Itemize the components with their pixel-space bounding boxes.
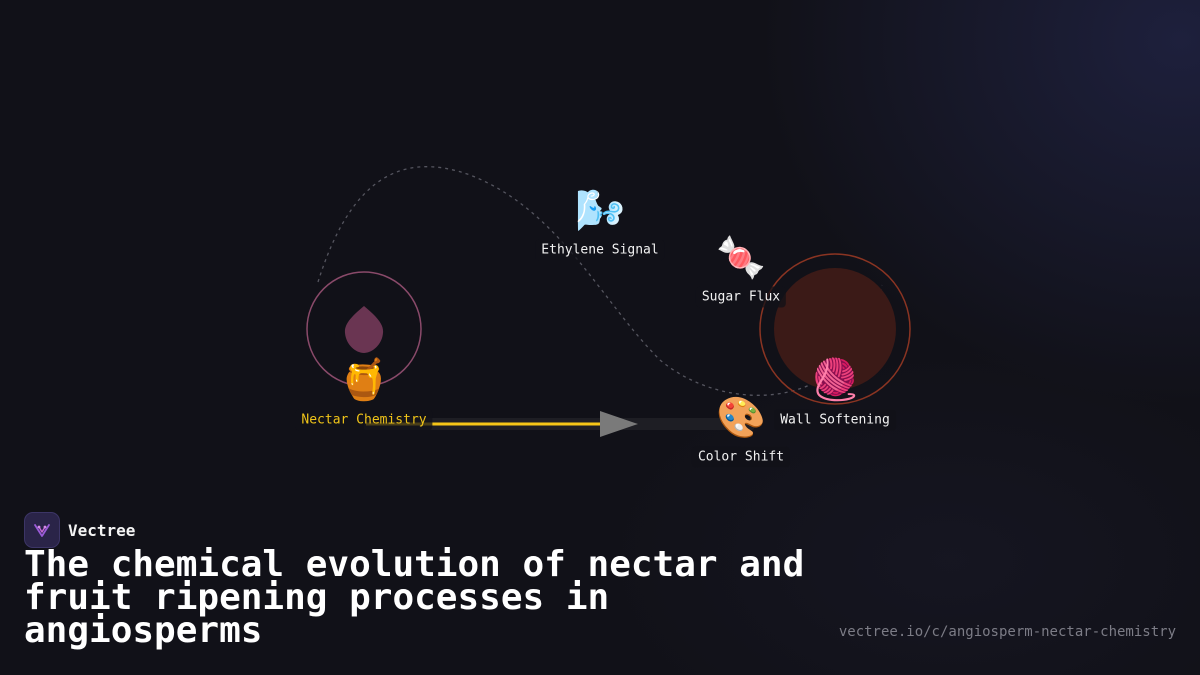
page-title: The chemical evolution of nectar and fru…: [24, 544, 805, 651]
node-label-sugar: Sugar Flux: [695, 286, 787, 308]
wall-outer-ring: [759, 253, 911, 405]
vectree-logo-icon: [24, 512, 60, 548]
source-url[interactable]: vectree.io/c/angiosperm-nectar-chemistry: [838, 624, 1176, 640]
dotted-connector-path: [317, 166, 883, 396]
node-label-wall: Wall Softening: [774, 409, 896, 431]
node-label-color: Color Shift: [691, 446, 791, 468]
honey-pot-icon: 🍯: [339, 357, 389, 403]
brand[interactable]: Vectree: [24, 512, 135, 548]
brand-name: Vectree: [68, 520, 136, 540]
candy-icon: 🍬: [716, 235, 766, 281]
wall-inner-disc: [774, 268, 896, 390]
wind-face-icon: 🌬️: [575, 188, 625, 234]
node-label-nectar: Nectar Chemistry: [295, 409, 433, 431]
yarn-icon: 🧶: [810, 357, 860, 403]
nectar-droplet-shape: [344, 306, 384, 353]
artist-palette-icon: 🎨: [716, 395, 766, 441]
arrow-head: [600, 411, 638, 437]
node-label-ethylene: Ethylene Signal: [535, 239, 665, 261]
nectar-ring: [306, 271, 422, 387]
